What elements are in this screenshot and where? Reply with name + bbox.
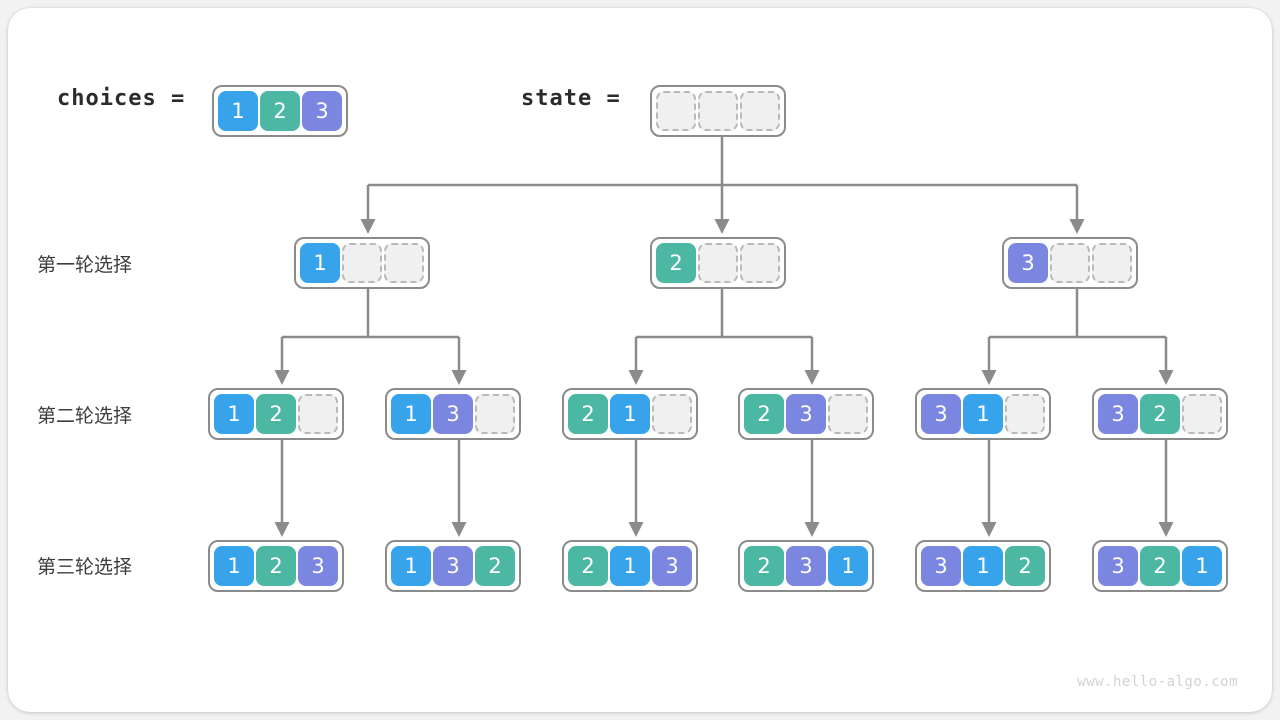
cell-value: 1 (300, 243, 340, 283)
cell-value: 3 (433, 394, 473, 434)
cell-value: 1 (963, 394, 1003, 434)
cell-value: 2 (1005, 546, 1045, 586)
cell-empty (1005, 394, 1045, 434)
cell-empty (656, 91, 696, 131)
cell-value: 2 (568, 546, 608, 586)
cell-value: 1 (214, 394, 254, 434)
cell-empty (1050, 243, 1090, 283)
row-label-round-3: 第三轮选择 (37, 556, 133, 578)
state-label: state = (521, 86, 621, 111)
cell-value: 2 (1140, 394, 1180, 434)
cell-value: 2 (475, 546, 515, 586)
cell-value: 2 (256, 546, 296, 586)
cell-empty (740, 243, 780, 283)
cell-value: 1 (963, 546, 1003, 586)
cell-empty (1092, 243, 1132, 283)
row-label-round-1: 第一轮选择 (37, 254, 133, 276)
cell-value: 2 (744, 546, 784, 586)
state-node (650, 85, 786, 137)
cell-value: 1 (214, 546, 254, 586)
cell-empty (698, 91, 738, 131)
cell-value: 2 (256, 394, 296, 434)
cell-value: 1 (610, 546, 650, 586)
cell-empty (652, 394, 692, 434)
cell-value: 3 (921, 394, 961, 434)
cell-value: 3 (1098, 546, 1138, 586)
row-label-round-2: 第二轮选择 (37, 405, 133, 427)
level1-node-2: 2 (650, 237, 786, 289)
cell-value: 1 (218, 91, 258, 131)
cell-value: 3 (302, 91, 342, 131)
cell-value: 3 (1008, 243, 1048, 283)
cell-empty (740, 91, 780, 131)
level1-node-1: 1 (294, 237, 430, 289)
cell-value: 1 (1182, 546, 1222, 586)
cell-value: 3 (298, 546, 338, 586)
cell-value: 1 (391, 394, 431, 434)
cell-value: 1 (391, 546, 431, 586)
cell-empty (342, 243, 382, 283)
cell-value: 3 (786, 394, 826, 434)
cell-value: 2 (744, 394, 784, 434)
cell-value: 3 (921, 546, 961, 586)
cell-value: 1 (828, 546, 868, 586)
cell-empty (475, 394, 515, 434)
cell-empty (298, 394, 338, 434)
cell-value: 2 (656, 243, 696, 283)
diagram-frame (8, 8, 1272, 712)
cell-value: 2 (1140, 546, 1180, 586)
cell-value: 1 (610, 394, 650, 434)
cell-empty (828, 394, 868, 434)
cell-value: 3 (786, 546, 826, 586)
cell-value: 3 (433, 546, 473, 586)
cell-value: 3 (652, 546, 692, 586)
cell-empty (1182, 394, 1222, 434)
choices-label: choices = (57, 86, 186, 111)
cell-value: 2 (568, 394, 608, 434)
cell-value: 2 (260, 91, 300, 131)
cell-value: 3 (1098, 394, 1138, 434)
level1-node-3: 3 (1002, 237, 1138, 289)
watermark: www.hello-algo.com (1077, 674, 1238, 690)
cell-empty (384, 243, 424, 283)
cell-empty (698, 243, 738, 283)
